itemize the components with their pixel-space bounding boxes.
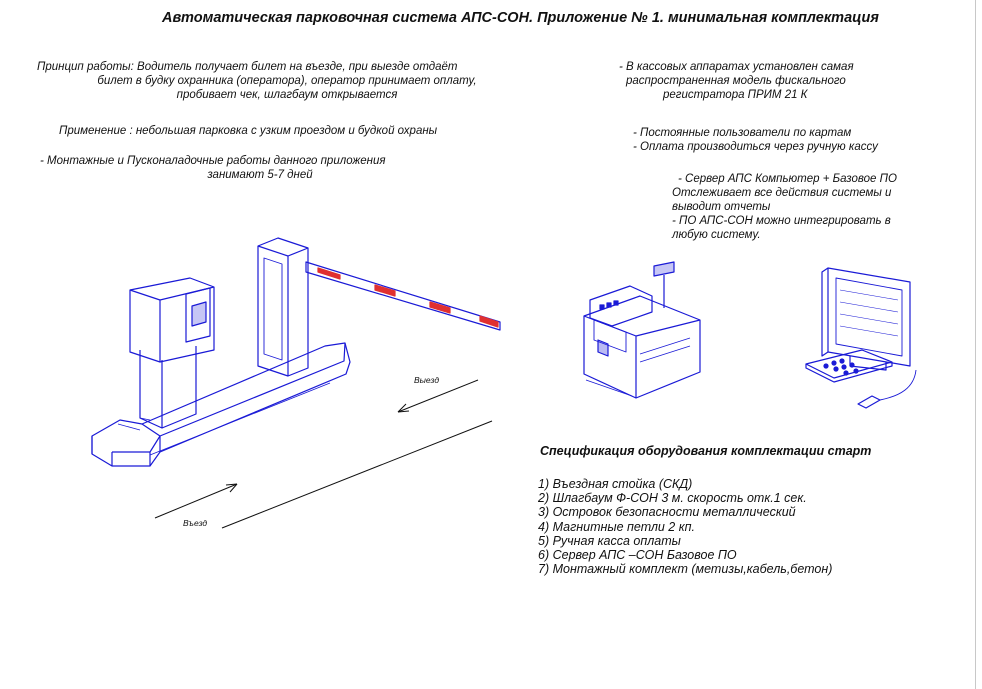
entry-arrow — [154, 483, 238, 519]
entry-label: Въезд — [183, 518, 208, 528]
entry-terminal — [129, 277, 215, 429]
cards-text: - Постоянные пользователи по картам - Оп… — [633, 126, 878, 154]
server-text: - Сервер АПС Компьютер + Базовое ПО Отсл… — [672, 172, 897, 242]
spec-item: 4) Магнитные петли 2 кп. — [538, 519, 695, 534]
safety-island — [91, 342, 351, 467]
spec-item: 7) Монтажный комплект (метизы,кабель,бет… — [538, 562, 833, 577]
server-computer — [805, 267, 917, 409]
spec-list: 1) Въездная стойка (СКД) 2) Шлагбаум Ф-С… — [538, 477, 832, 576]
barrier-arm — [305, 261, 501, 331]
cash-line-1: - В кассовых аппаратах установлен самая — [619, 61, 854, 73]
cards-line-1: - Постоянные пользователи по картам — [633, 127, 852, 139]
installation-text: - Монтажные и Пусконаладочные работы дан… — [40, 154, 480, 182]
spec-item: 2) Шлагбаум Ф-СОН 3 м. скорость отк.1 се… — [538, 491, 807, 506]
principle-line-1: Принцип работы: Водитель получает билет … — [37, 61, 458, 73]
server-line-4: - ПО АПС-СОН можно интегрировать в — [672, 215, 891, 227]
barrier-housing — [257, 237, 309, 377]
application-text: Применение : небольшая парковка с узким … — [59, 125, 438, 137]
page-title: Автоматическая парковочная система АПС-С… — [162, 10, 879, 26]
server-line-1: - Сервер АПС Компьютер + Базовое ПО — [678, 173, 897, 185]
page-edge-line — [975, 0, 976, 689]
spec-title: Спецификация оборудования комплектации с… — [540, 444, 872, 458]
exit-arrow — [397, 379, 479, 413]
cash-line-2: распространенная модель фискального — [626, 75, 846, 87]
server-line-3: выводит отчеты — [672, 201, 771, 213]
spec-item: 1) Въездная стойка (СКД) — [538, 477, 693, 491]
spec-item: 5) Ручная касса оплаты — [538, 533, 681, 548]
exit-label: Выезд — [414, 375, 440, 385]
cash-line-3: регистратора ПРИМ 21 К — [663, 89, 808, 101]
principle-text: Принцип работы: Водитель получает билет … — [37, 60, 537, 102]
cash-register — [583, 261, 701, 399]
cards-line-2: - Оплата производиться через ручную касс… — [633, 141, 878, 153]
server-line-5: любую систему. — [672, 229, 761, 241]
principle-line-2: билет в будку охранника (оператора), опе… — [97, 75, 477, 87]
road-markings — [154, 379, 493, 529]
spec-item: 6) Сервер АПС –СОН Базовое ПО — [538, 548, 737, 563]
cash-register-text: - В кассовых аппаратах установлен самая … — [619, 60, 854, 102]
principle-line-3: пробивает чек, шлагбаум открывается — [176, 89, 398, 101]
installation-line-1: - Монтажные и Пусконаладочные работы дан… — [40, 155, 386, 167]
installation-line-2: занимают 5-7 дней — [207, 169, 313, 181]
spec-item: 3) Островок безопасности металлический — [538, 505, 796, 520]
server-line-2: Отслеживает все действия системы и — [672, 187, 892, 199]
